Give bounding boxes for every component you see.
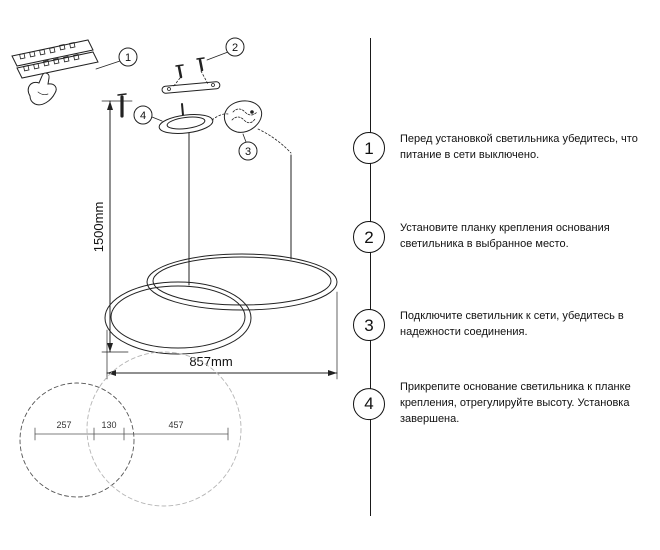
instruction-step-4: 4 Прикрепите основание светильника к пла…: [353, 380, 653, 428]
suspension-wires: [188, 132, 292, 286]
instruction-step-3: 3 Подключите светильник к сети, убедитес…: [353, 309, 653, 341]
step-3-number-badge: 3: [353, 309, 385, 341]
step-2-number-badge: 2: [353, 221, 385, 253]
callout-4-label: 4: [140, 110, 146, 122]
width-dimension: 857mm: [106, 291, 338, 380]
height-dimension: 1500mm: [91, 100, 133, 353]
cable-cover-drawing: [211, 100, 292, 154]
instruction-step-1: 1 Перед установкой светильника убедитесь…: [353, 132, 653, 164]
canopy-drawing: [117, 93, 214, 135]
step-1-number-badge: 1: [353, 132, 385, 164]
callout-1: 1: [95, 47, 138, 70]
step-2-text: Установите планку крепления основания св…: [400, 222, 610, 250]
instruction-step-2: 2 Установите планку крепления основания …: [353, 221, 653, 253]
hand-icon: [27, 72, 57, 106]
step-1-text: Перед установкой светильника убедитесь, …: [400, 133, 638, 161]
lamp-technical-drawing: 1 2: [11, 37, 338, 507]
panel-divider: [370, 38, 371, 516]
ring-small: [104, 281, 252, 355]
callout-2: 2: [206, 37, 245, 61]
ring-large: [146, 253, 338, 311]
step-4-text: Прикрепите основание светильника к планк…: [400, 381, 631, 425]
callout-3-label: 3: [245, 146, 251, 158]
step-4-number-badge: 4: [353, 388, 385, 420]
screw-icon: [196, 57, 205, 72]
callout-2-label: 2: [232, 42, 238, 54]
mounting-bar-drawing: [161, 57, 221, 94]
width-dimension-label: 857mm: [189, 354, 232, 369]
screw-icon: [175, 64, 184, 79]
callout-1-label: 1: [125, 52, 131, 64]
callout-3: 3: [238, 133, 258, 161]
bottom-dim-257: 257: [56, 420, 71, 430]
top-view-drawing: 257 130 457: [19, 351, 242, 507]
mounting-plate-drawing: [11, 39, 99, 106]
height-dimension-label: 1500mm: [91, 202, 106, 253]
bottom-dim-457: 457: [168, 420, 183, 430]
step-3-text: Подключите светильник к сети, убедитесь …: [400, 310, 624, 338]
callout-4: 4: [133, 105, 163, 125]
bottom-dim-130: 130: [101, 420, 116, 430]
